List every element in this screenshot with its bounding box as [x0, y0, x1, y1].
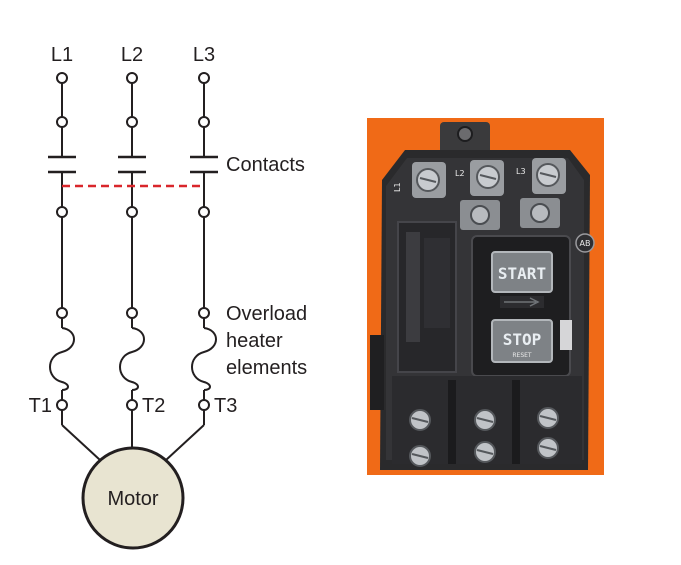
- overload-heater-l1: [49, 327, 75, 391]
- terminal-mark-l2: L2: [455, 169, 465, 178]
- terminal-label-t1: T1: [29, 395, 52, 417]
- start-button-label: START: [498, 264, 546, 283]
- brand-mark: AB: [580, 239, 591, 248]
- motor-circle: [81, 446, 185, 550]
- motor-label: Motor: [107, 488, 158, 510]
- reset-label: RESET: [512, 352, 532, 359]
- contacts-label: Contacts: [226, 154, 305, 176]
- three-phase-schematic: [48, 72, 218, 461]
- overload-heater-l2: [119, 327, 145, 391]
- overload-heater-l3: [191, 327, 217, 391]
- motor-leads: [61, 410, 205, 461]
- terminal-label-t2: T2: [142, 395, 165, 417]
- arrow-icon: [504, 297, 540, 307]
- overload-label-line-3: elements: [226, 357, 307, 379]
- stop-button: [491, 319, 553, 363]
- ab-logo: [575, 233, 595, 253]
- magnetic-starter-photo: L1 L2 L3 AB START STOP RESET: [367, 118, 604, 475]
- overload-label-line-2: heater: [226, 330, 283, 352]
- terminal-label-t3: T3: [214, 395, 237, 417]
- terminal-mark-l3: L3: [516, 167, 526, 176]
- line-terminal-screws: [412, 158, 566, 198]
- terminal-circles: [56, 72, 210, 411]
- stop-button-label: STOP: [503, 330, 542, 349]
- line-label-l2: L2: [121, 44, 143, 66]
- overload-label-line-1: Overload: [226, 303, 307, 325]
- line-label-l3: L3: [193, 44, 215, 66]
- load-terminal-screws: [409, 407, 559, 467]
- line-label-l1: L1: [51, 44, 73, 66]
- contact-symbols: [48, 155, 218, 174]
- terminal-mark-l1: L1: [393, 182, 402, 192]
- start-button: [491, 251, 553, 293]
